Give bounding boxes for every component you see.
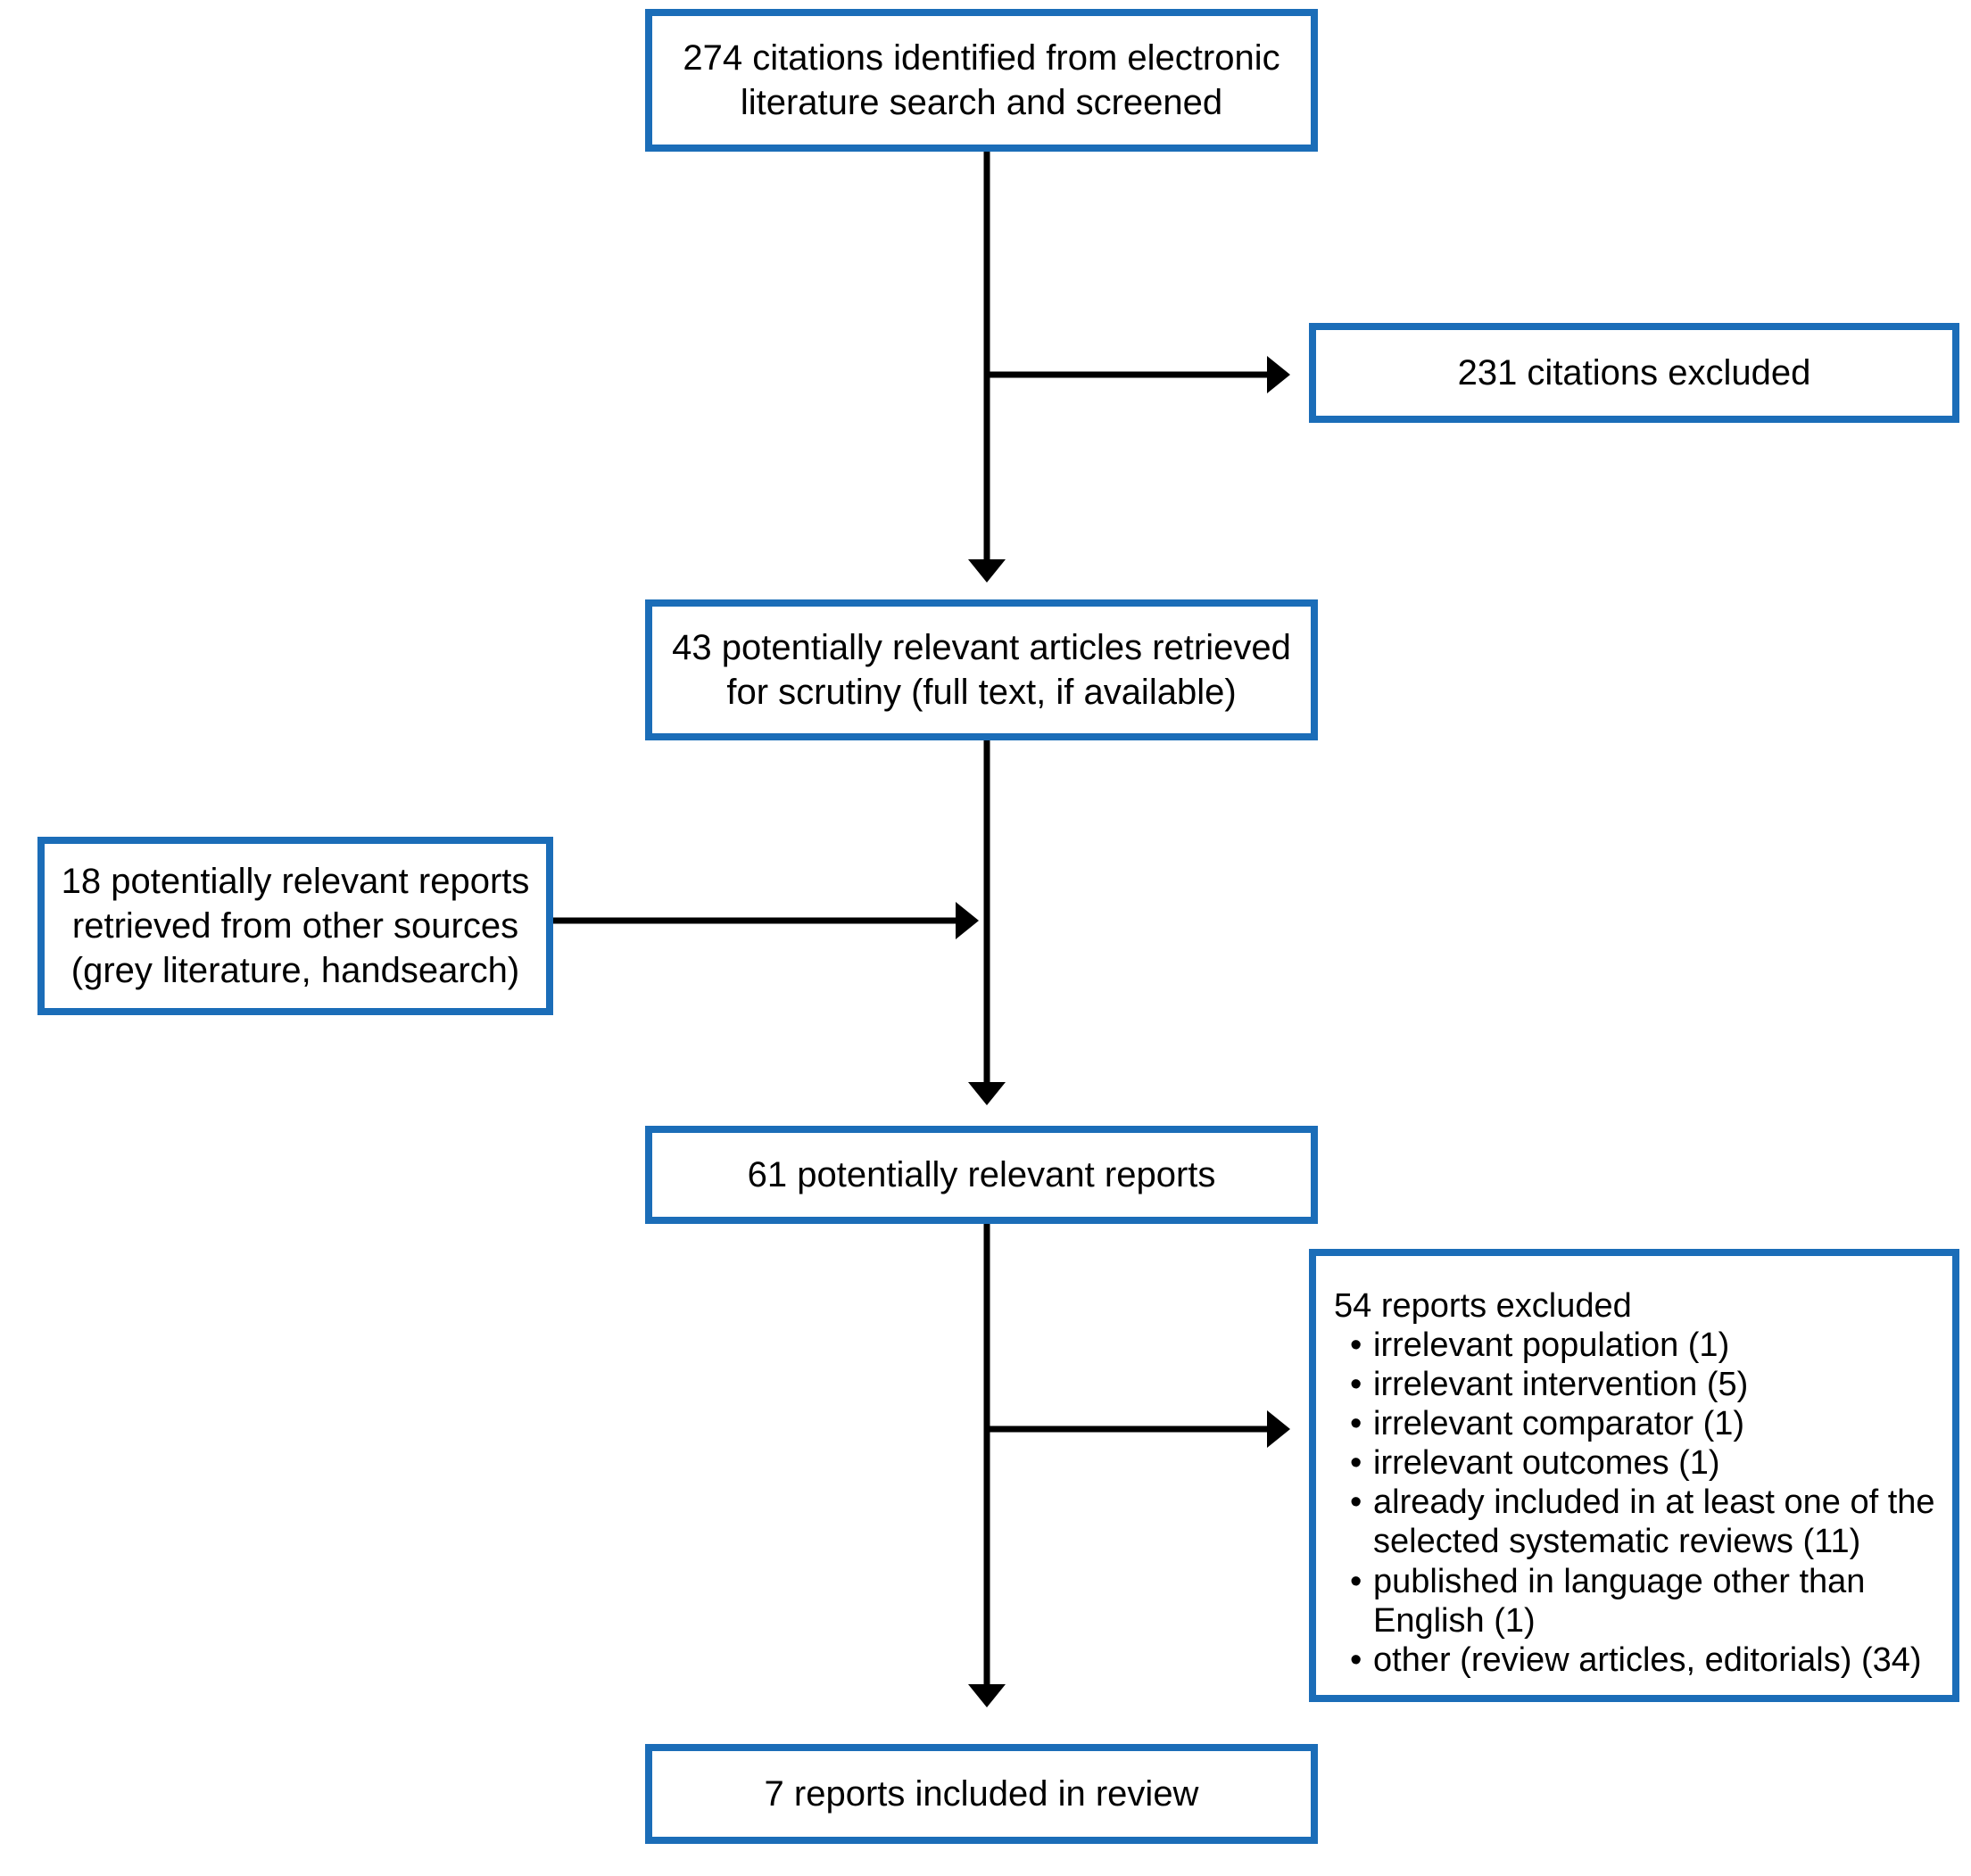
articles-retrieved-text: 43 potentially relevant articles retriev…	[672, 628, 1291, 712]
box-potentially-relevant-reports: 61 potentially relevant reports	[645, 1126, 1318, 1224]
box-reports-included: 7 reports included in review	[645, 1744, 1318, 1844]
exclusion-reason: published in language other than English…	[1346, 1562, 1936, 1640]
reports-excluded-title: 54 reports excluded	[1334, 1287, 1632, 1325]
arrow-relevant-to-excluded-reports	[987, 1410, 1290, 1448]
arrow-relevant-to-included	[968, 1224, 1006, 1707]
exclusion-reason: irrelevant population (1)	[1346, 1326, 1936, 1365]
exclusion-reason: already included in at least one of the …	[1346, 1483, 1936, 1561]
arrow-identified-to-excluded-citations	[987, 356, 1290, 393]
citations-identified-text: 274 citations identified from electronic…	[683, 38, 1280, 122]
arrow-other-sources-to-flow	[553, 902, 979, 939]
exclusion-reason: irrelevant outcomes (1)	[1346, 1443, 1936, 1483]
potentially-relevant-text: 61 potentially relevant reports	[747, 1155, 1216, 1194]
box-citations-excluded: 231 citations excluded	[1309, 323, 1959, 423]
exclusion-reason: irrelevant comparator (1)	[1346, 1404, 1936, 1443]
box-citations-identified: 274 citations identified from electronic…	[645, 9, 1318, 152]
box-articles-retrieved: 43 potentially relevant articles retriev…	[645, 599, 1318, 740]
exclusion-reason: other (review articles, editorials) (34)	[1346, 1640, 1936, 1680]
box-reports-excluded: 54 reports excluded irrelevant populatio…	[1309, 1249, 1959, 1702]
citations-excluded-text: 231 citations excluded	[1457, 353, 1811, 393]
arrow-retrieved-to-relevant	[968, 740, 1006, 1105]
exclusion-reason-list: irrelevant population (1) irrelevant int…	[1334, 1326, 1936, 1680]
reports-included-text: 7 reports included in review	[764, 1774, 1199, 1814]
other-sources-text: 18 potentially relevant reports retrieve…	[61, 862, 530, 990]
box-other-sources: 18 potentially relevant reports retrieve…	[37, 837, 553, 1015]
arrow-identified-to-retrieved	[968, 152, 1006, 583]
exclusion-reason: irrelevant intervention (5)	[1346, 1365, 1936, 1404]
